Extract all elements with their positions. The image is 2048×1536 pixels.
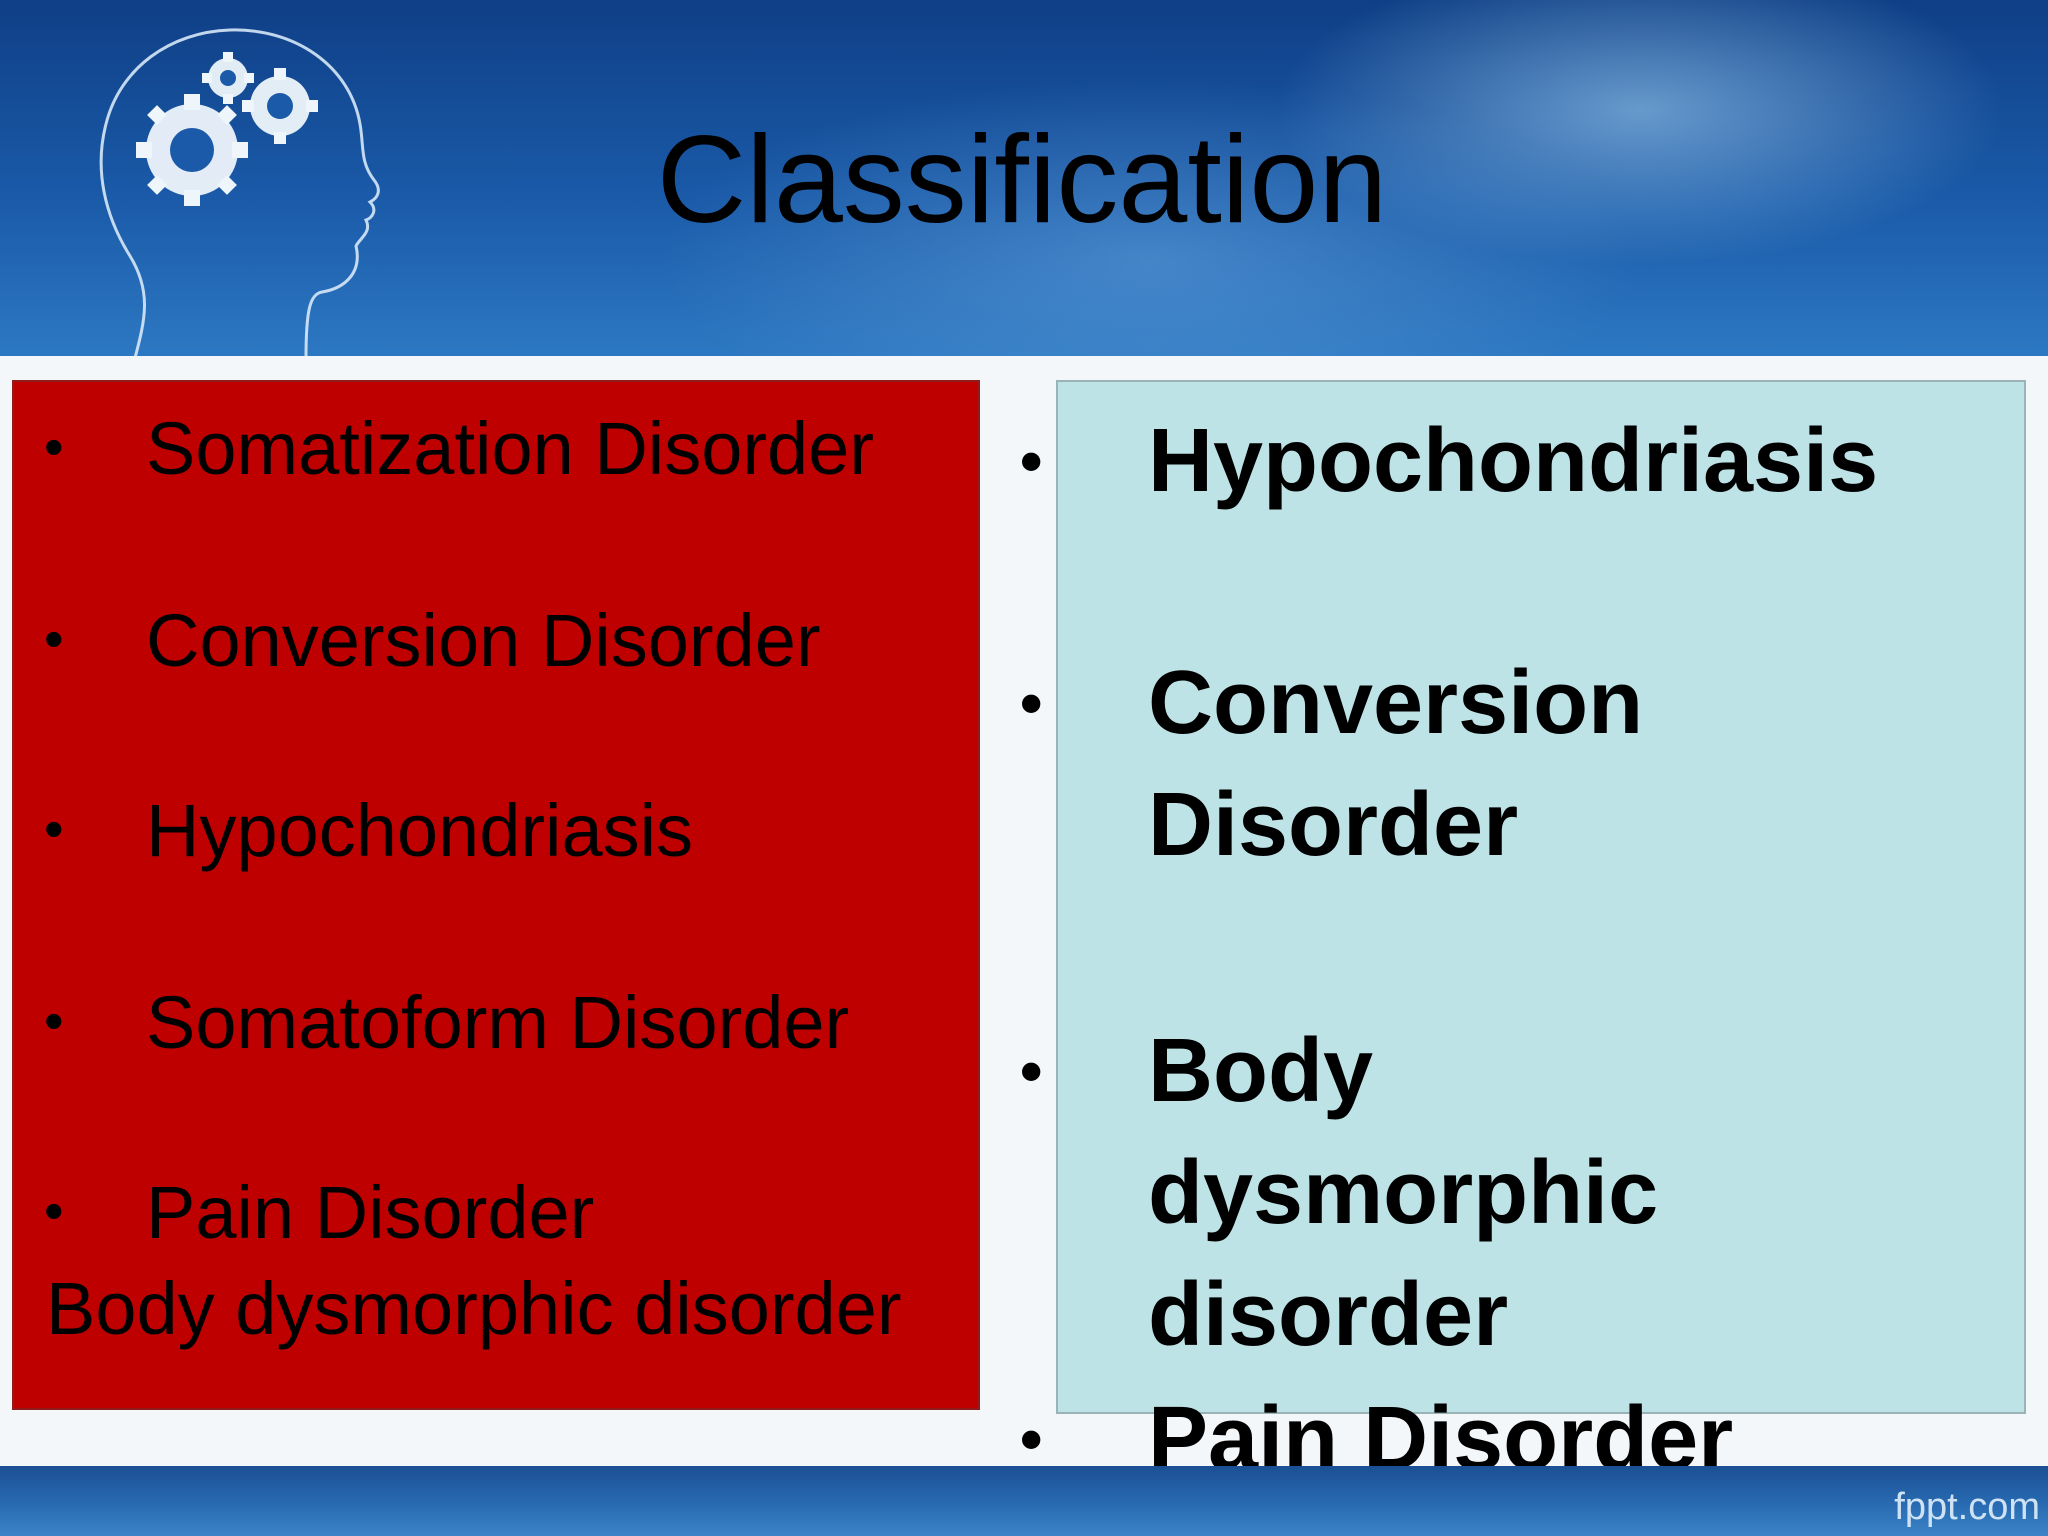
header-banner: Classification [0, 0, 2048, 359]
bullet-icon: • [1020, 1403, 1043, 1475]
bullet-icon: • [1020, 667, 1043, 739]
bullet-icon: • [44, 989, 64, 1052]
list-item: •Pain Disorder [44, 1171, 595, 1254]
bullet-icon: • [44, 797, 64, 860]
right-panel [1056, 380, 2026, 1414]
extra-line: Body dysmorphic disorder [46, 1267, 902, 1350]
bullet-icon: • [1020, 425, 1043, 497]
footer-banner: fppt.com [0, 1466, 2048, 1536]
list-item: •Somatoform Disorder [44, 981, 850, 1064]
bullet-icon: • [1020, 1035, 1043, 1107]
list-item: •Conversion Disorder [44, 599, 821, 682]
bullet-icon: • [44, 1179, 64, 1242]
list-item: •Somatization Disorder [44, 407, 874, 490]
bullet-icon: • [44, 415, 64, 478]
slide-title: Classification [656, 111, 1388, 249]
bullet-icon: • [44, 607, 64, 670]
list-item: •Hypochondriasis [44, 789, 694, 872]
left-panel: •Somatization Disorder •Conversion Disor… [12, 380, 980, 1410]
head-with-gears-icon [99, 28, 380, 359]
brand-text: fppt.com [1894, 1486, 2040, 1528]
